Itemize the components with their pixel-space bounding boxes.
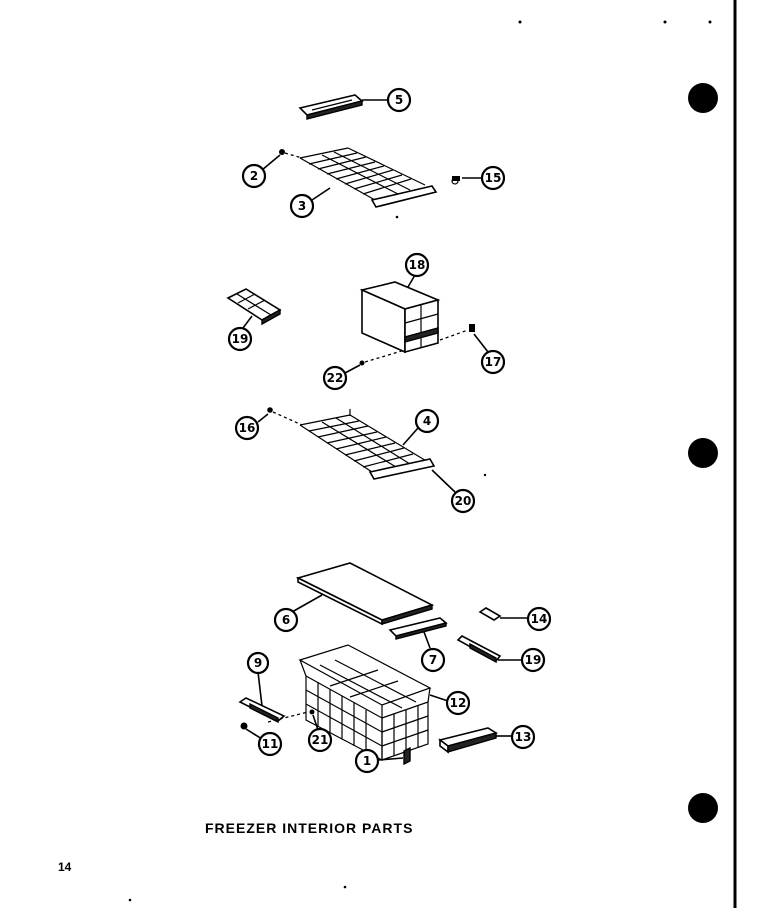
part-2-screw xyxy=(279,149,285,155)
leader-2 xyxy=(261,154,281,171)
callout-label: 11 xyxy=(262,737,279,751)
leader-7 xyxy=(423,631,431,649)
callout-label: 3 xyxy=(298,199,306,213)
part-15-clip xyxy=(451,176,460,185)
diagram-caption: FREEZER INTERIOR PARTS xyxy=(205,820,414,836)
callout-11: 11 xyxy=(257,731,283,757)
callout-21: 21 xyxy=(307,727,333,753)
binder-hole-middle xyxy=(688,438,718,468)
leader-3 xyxy=(311,187,331,201)
binder-hole-top xyxy=(688,83,718,113)
dash-2 xyxy=(284,152,303,159)
callout-9: 9 xyxy=(246,651,270,675)
callout-17: 17 xyxy=(480,349,506,375)
part-3-wire-shelf xyxy=(299,147,438,208)
part-16-screw xyxy=(267,407,273,413)
part-21-screw xyxy=(309,709,315,715)
callout-18: 18 xyxy=(404,252,430,278)
leader-17 xyxy=(473,333,489,353)
speck xyxy=(343,885,347,889)
dash-16 xyxy=(272,411,303,426)
callout-20: 20 xyxy=(450,488,476,514)
callout-5: 5 xyxy=(386,87,412,113)
leader-4 xyxy=(402,427,419,446)
binder-hole-bottom xyxy=(688,793,718,823)
page-number: 14 xyxy=(58,860,72,874)
callout-label: 17 xyxy=(485,355,502,369)
callout-label: 12 xyxy=(450,696,467,710)
dash-22 xyxy=(364,349,406,363)
callout-label: 18 xyxy=(409,258,426,272)
part-5-trim xyxy=(298,94,364,120)
part-1-bracket xyxy=(403,746,411,766)
part-14-clip xyxy=(478,607,502,621)
dash-11 xyxy=(267,711,309,723)
part-11-clip xyxy=(240,722,248,730)
callout-15: 15 xyxy=(480,165,506,191)
callout-6: 6 xyxy=(273,607,299,633)
callout-4: 4 xyxy=(414,408,440,434)
speck xyxy=(663,20,667,24)
callout-label: 22 xyxy=(327,371,344,385)
leader-16 xyxy=(257,413,269,423)
part-12-wire-basket xyxy=(298,644,432,761)
part-13-trim xyxy=(438,727,498,754)
part-19-ice-tray xyxy=(226,288,282,326)
leader-22 xyxy=(344,364,361,374)
leader-6 xyxy=(291,594,323,613)
callout-14: 14 xyxy=(526,606,552,632)
callout-22: 22 xyxy=(322,365,348,391)
part-18-ice-bin xyxy=(359,281,441,354)
callout-16: 16 xyxy=(234,415,260,441)
callout-3: 3 xyxy=(289,193,315,219)
part-9-rail xyxy=(238,697,286,724)
speck xyxy=(708,20,712,24)
callout-19-tray: 19 xyxy=(227,326,253,352)
callout-1: 1 xyxy=(354,748,380,774)
part-6-shelf-panel xyxy=(295,562,435,626)
speck xyxy=(128,898,132,902)
callout-label: 19 xyxy=(232,332,249,346)
callout-13: 13 xyxy=(510,724,536,750)
callout-label: 6 xyxy=(282,613,290,627)
dash-17 xyxy=(439,329,469,341)
callout-label: 16 xyxy=(239,421,256,435)
speck xyxy=(518,20,522,24)
part-4-wire-shelf xyxy=(299,409,436,480)
callout-19-rail: 19 xyxy=(520,647,546,673)
leader-1 xyxy=(377,757,404,761)
callout-2: 2 xyxy=(241,163,267,189)
part-17-clip xyxy=(469,324,475,332)
callout-label: 19 xyxy=(525,653,542,667)
callout-label: 13 xyxy=(515,730,532,744)
leader-18 xyxy=(407,274,416,288)
callout-label: 9 xyxy=(254,656,262,670)
callout-label: 20 xyxy=(455,494,472,508)
callout-label: 7 xyxy=(429,653,437,667)
leader-9 xyxy=(257,671,263,707)
callout-label: 14 xyxy=(531,612,548,626)
part-7-trim xyxy=(388,617,448,640)
leader-21 xyxy=(312,714,319,731)
speck xyxy=(395,215,399,219)
leader-19a xyxy=(242,315,253,329)
part-22-screw xyxy=(359,360,365,366)
callout-label: 5 xyxy=(395,93,403,107)
leader-11 xyxy=(245,728,263,740)
callout-label: 1 xyxy=(363,754,371,768)
leader-12 xyxy=(429,694,449,702)
speck xyxy=(483,473,487,477)
callout-label: 4 xyxy=(423,414,431,428)
callout-label: 15 xyxy=(485,171,502,185)
callout-label: 2 xyxy=(250,169,258,183)
callout-label: 21 xyxy=(312,733,329,747)
part-19-rail xyxy=(456,635,502,664)
callout-12: 12 xyxy=(445,690,471,716)
callout-7: 7 xyxy=(420,647,446,673)
leader-20 xyxy=(431,469,456,493)
